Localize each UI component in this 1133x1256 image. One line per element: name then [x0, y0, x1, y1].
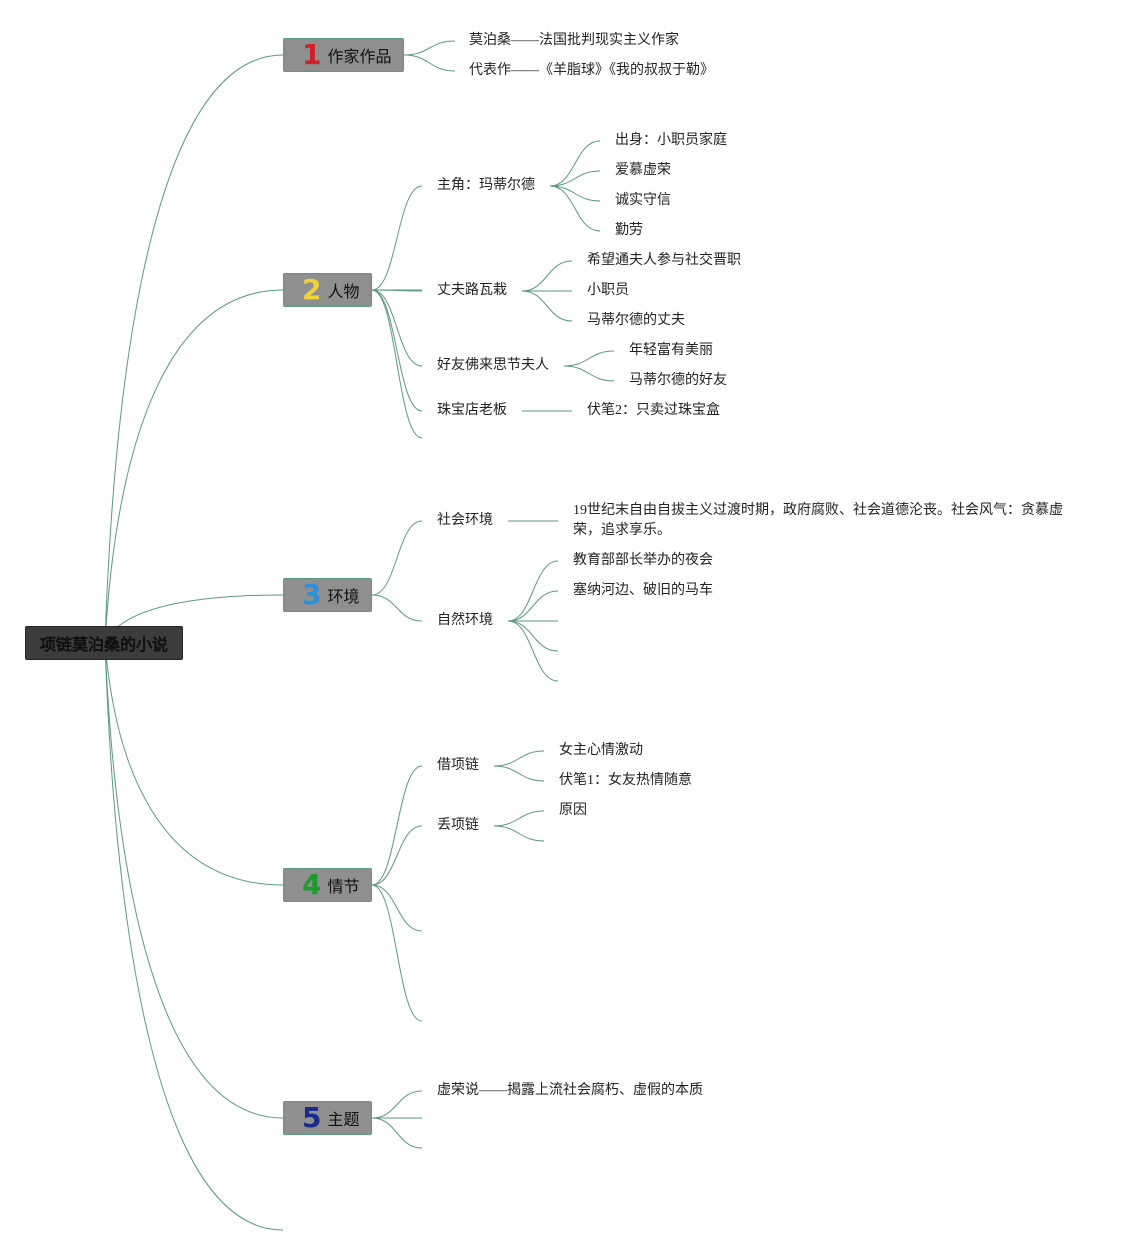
root-to-extra — [104, 642, 284, 1231]
b4-t1-child-0 — [493, 750, 545, 767]
branch-label: 主题 — [327, 1112, 360, 1129]
b3-t2-child-4 — [507, 620, 559, 682]
topic-representative-works[interactable]: 代表作——《羊脂球》《我的叔叔于勒》 — [469, 63, 714, 78]
subtopic-jeweler-foreshadow[interactable]: 伏笔2：只卖过珠宝盒 — [587, 403, 720, 418]
b2-topic-4 — [371, 289, 423, 439]
topic-social-environment[interactable]: 社会环境 — [437, 513, 493, 528]
root-to-branch-5 — [104, 642, 284, 1119]
branch-label: 环境 — [327, 589, 360, 606]
b4-topic-1 — [371, 825, 423, 886]
b1-t2 — [403, 54, 456, 72]
b2-t2-child-2 — [521, 290, 573, 322]
b5-topic-2 — [371, 1117, 423, 1149]
number-2-icon: 2 — [302, 273, 322, 306]
b3-t2-child-3 — [507, 620, 559, 652]
branch-label: 作家作品 — [327, 49, 392, 66]
b5-topic-0 — [371, 1090, 423, 1119]
root-to-branch-2 — [104, 289, 284, 644]
b3-t2-child-0 — [507, 560, 559, 622]
b2-t1-child-1 — [549, 170, 601, 187]
b2-topic-0 — [371, 185, 423, 291]
root-to-branch-1 — [104, 54, 284, 644]
b4-topic-0 — [371, 765, 423, 886]
b2-t1-child-0 — [549, 140, 601, 187]
root-topic[interactable]: 项链莫泊桑的小说 — [25, 626, 183, 660]
branch-theme[interactable]: 5 主题 — [283, 1101, 372, 1135]
b3-topic-1 — [371, 594, 423, 622]
topic-jeweler[interactable]: 珠宝店老板 — [437, 403, 507, 418]
b2-topic-2 — [371, 289, 423, 367]
subtopic-husband-role[interactable]: 马蒂尔德的丈夫 — [587, 313, 685, 328]
subtopic-husband-hope[interactable]: 希望通夫人参与社交晋职 — [587, 253, 741, 268]
root-to-branch-4 — [104, 642, 284, 886]
subtopic-husband-clerk[interactable]: 小职员 — [587, 283, 629, 298]
b3-topic-0 — [371, 520, 423, 596]
b2-topic-3 — [371, 289, 423, 412]
b4-t1-child-1 — [493, 765, 545, 782]
b2-t3-child-1 — [563, 365, 615, 382]
subtopic-excited[interactable]: 女主心情激动 — [559, 743, 643, 758]
b2-t1-child-2 — [549, 185, 601, 202]
b4-t2-child-0 — [493, 810, 545, 827]
topic-protagonist[interactable]: 主角：玛蒂尔德 — [437, 178, 535, 193]
subtopic-friend-role[interactable]: 马蒂尔德的好友 — [629, 373, 727, 388]
branch-characters[interactable]: 2 人物 — [283, 273, 372, 307]
branch-author-works[interactable]: 1 作家作品 — [283, 38, 404, 72]
b3-t2-child-1 — [507, 590, 559, 622]
b4-t2-child-1 — [493, 825, 545, 842]
subtopic-ball[interactable]: 教育部部长举办的夜会 — [573, 553, 713, 568]
subtopic-foreshadow-1[interactable]: 伏笔1：女友热情随意 — [559, 773, 692, 788]
b2-t2-child-0 — [521, 260, 573, 292]
subtopic-seine-carriage[interactable]: 塞纳河边、破旧的马车 — [573, 583, 713, 598]
subtopic-honest[interactable]: 诚实守信 — [615, 193, 671, 208]
subtopic-social-description[interactable]: 19世纪末自由自拔主义过渡时期，政府腐败、社会道德沦丧。社会风气：贪慕虚荣，追求… — [573, 503, 1063, 538]
subtopic-reason[interactable]: 原因 — [559, 803, 587, 818]
topic-borrow-necklace[interactable]: 借项链 — [437, 758, 479, 773]
subtopic-origin[interactable]: 出身：小职员家庭 — [615, 133, 727, 148]
branch-label: 人物 — [327, 284, 360, 301]
topic-author[interactable]: 莫泊桑——法国批判现实主义作家 — [469, 33, 679, 48]
number-4-icon: 4 — [302, 868, 322, 901]
topic-natural-environment[interactable]: 自然环境 — [437, 613, 493, 628]
b2-t1-child-3 — [549, 185, 601, 232]
root-topic-label: 项链莫泊桑的小说 — [39, 637, 168, 654]
branch-label: 情节 — [327, 879, 360, 896]
topic-husband[interactable]: 丈夫路瓦栽 — [437, 283, 507, 298]
b1-t1 — [403, 40, 456, 56]
b4-topic-2 — [371, 884, 423, 932]
number-5-icon: 5 — [302, 1101, 322, 1134]
branch-environment[interactable]: 3 环境 — [283, 578, 372, 612]
branch-plot[interactable]: 4 情节 — [283, 868, 372, 902]
topic-lose-necklace[interactable]: 丢项链 — [437, 818, 479, 833]
topic-friend[interactable]: 好友佛来思节夫人 — [437, 358, 549, 373]
number-3-icon: 3 — [302, 578, 322, 611]
b4-topic-3 — [371, 884, 423, 1022]
topic-vanity-theory[interactable]: 虚荣说——揭露上流社会腐朽、虚假的本质 — [437, 1083, 703, 1098]
subtopic-diligent[interactable]: 勤劳 — [615, 223, 643, 238]
subtopic-vanity[interactable]: 爱慕虚荣 — [615, 163, 671, 178]
b2-t3-child-0 — [563, 350, 615, 367]
subtopic-friend-rich[interactable]: 年轻富有美丽 — [629, 343, 713, 358]
number-1-icon: 1 — [302, 38, 322, 71]
